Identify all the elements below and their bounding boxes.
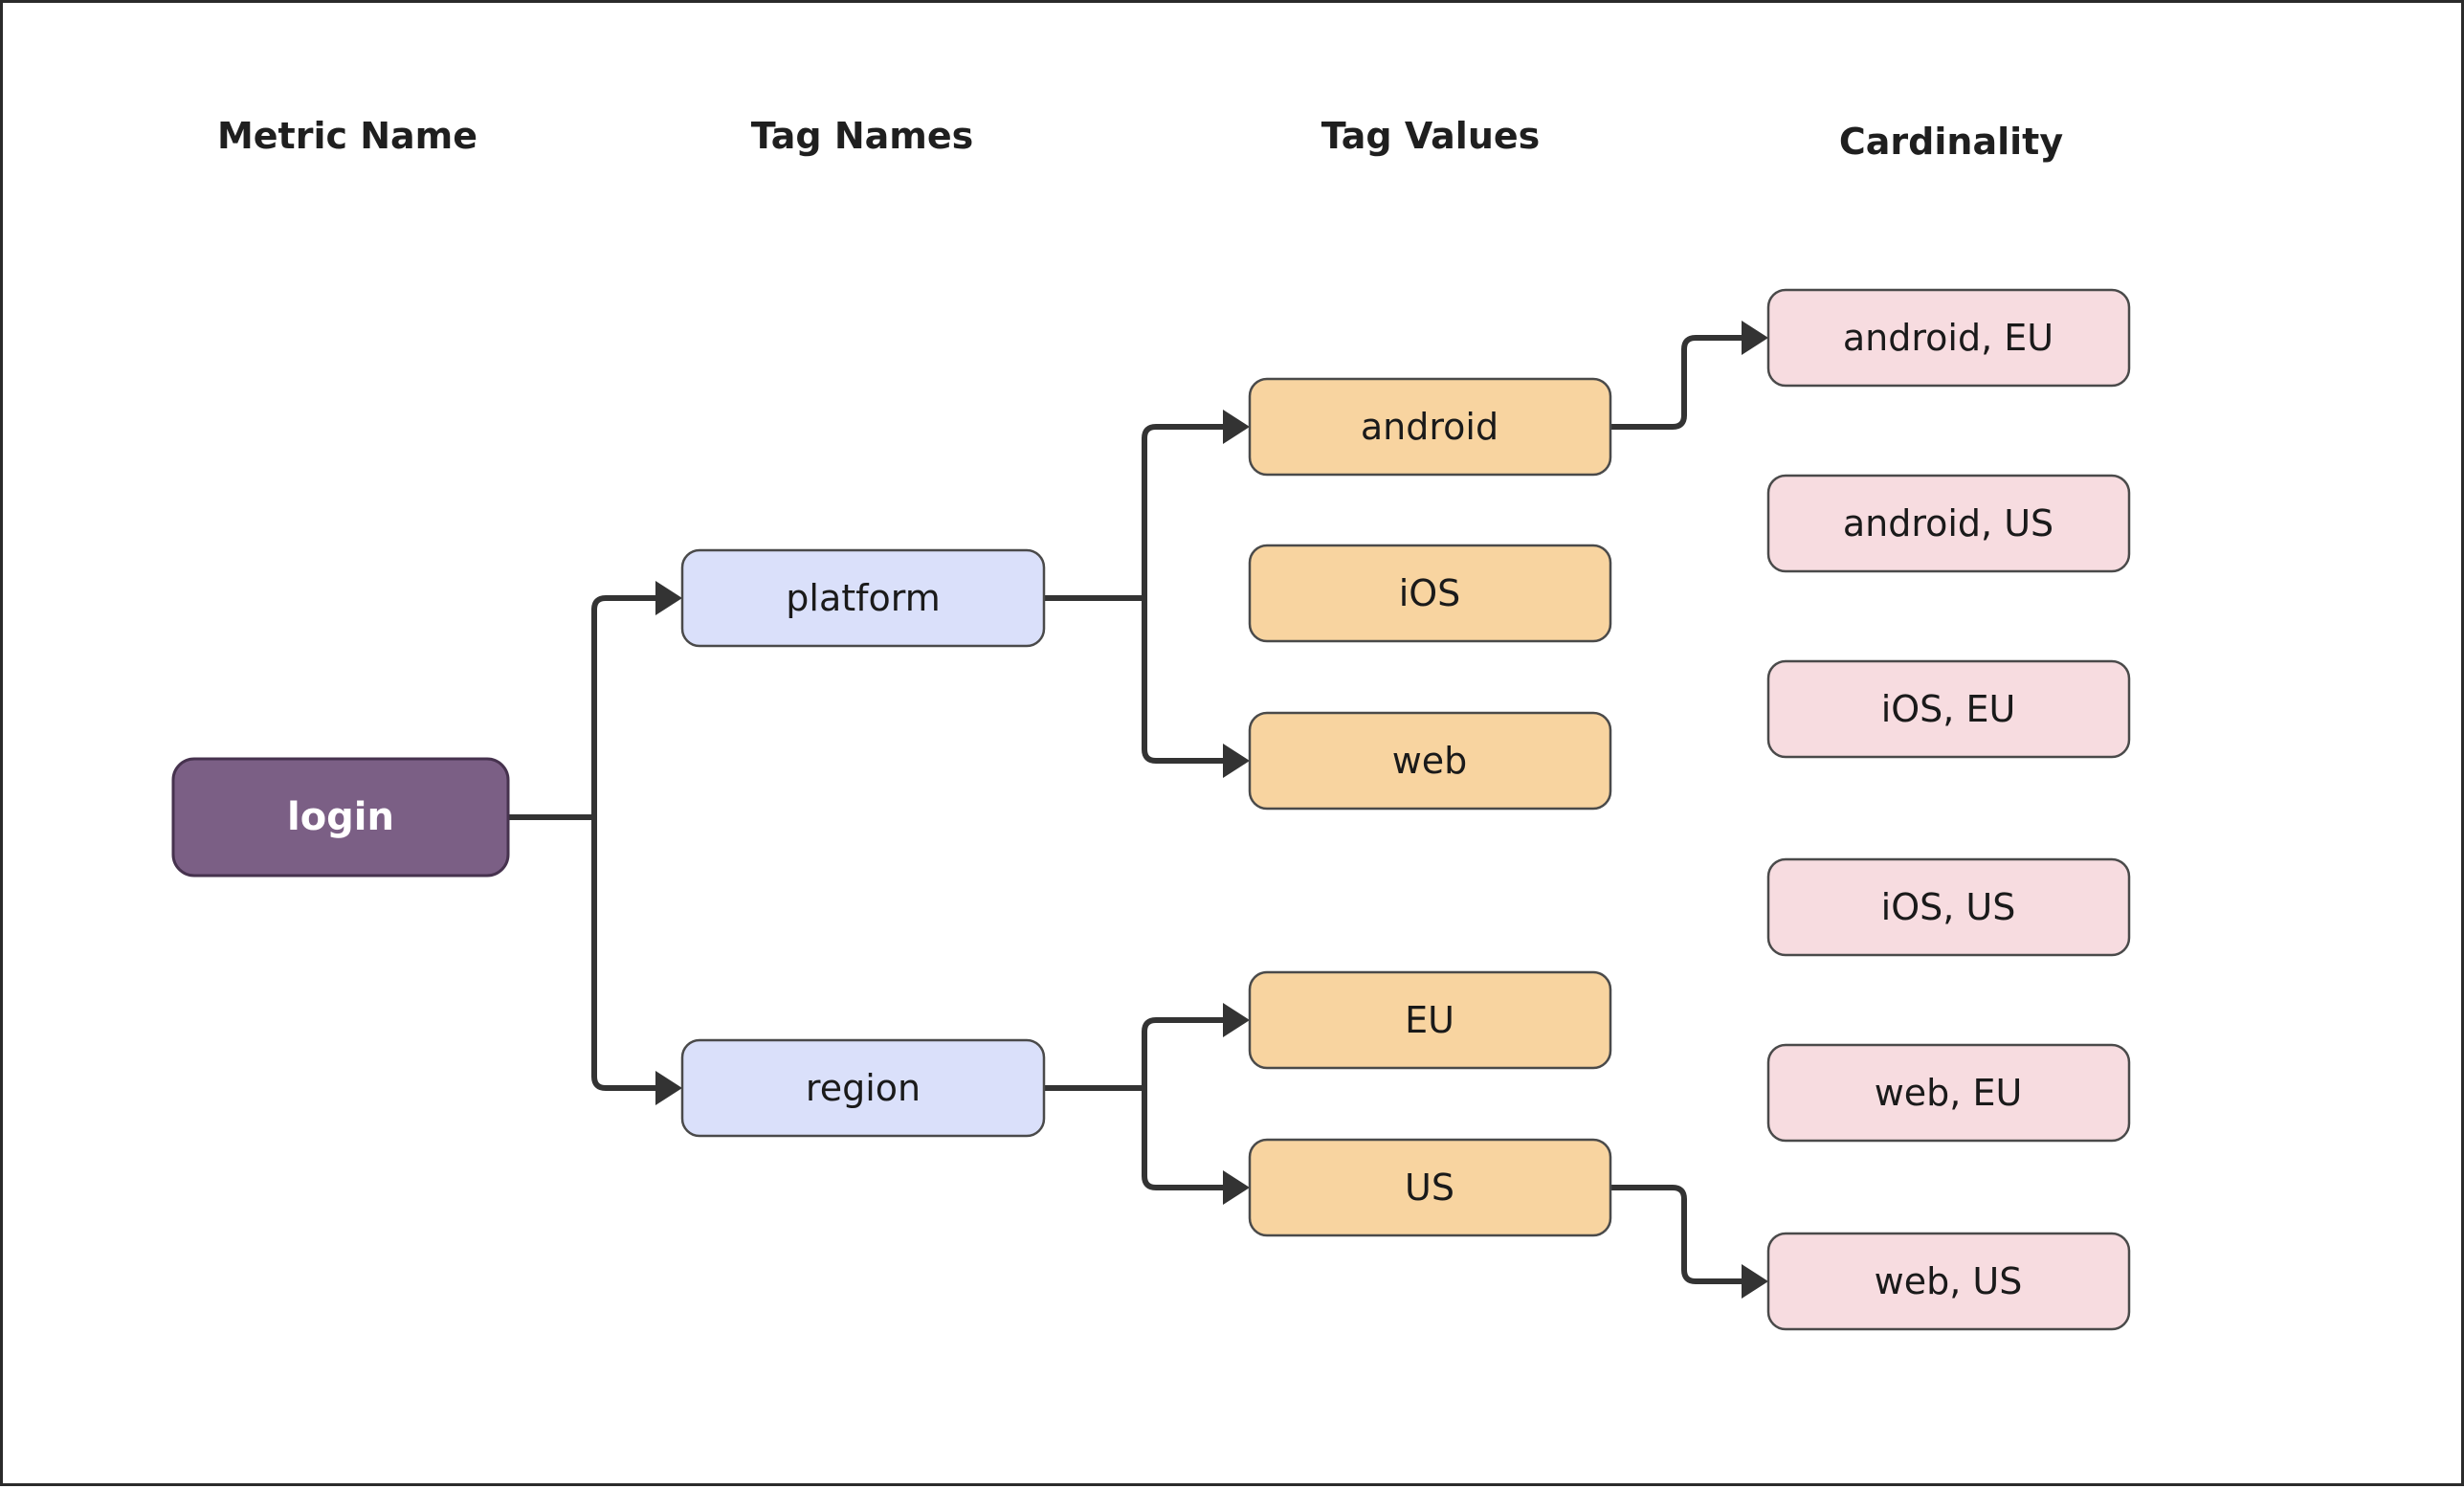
node-web-us-label: web, US [1875,1260,2023,1302]
node-android-us-label: android, US [1843,502,2053,544]
column-headers: Metric Name Tag Names Tag Values Cardina… [217,115,2063,163]
node-web-eu-shape[interactable] [1766,1043,2131,1143]
cardinality-tree-diagram: Metric Name Tag Names Tag Values Cardina… [171,115,2131,1331]
arrowhead-login-to-region [655,1071,682,1105]
edge-us-to-web-us [1610,1185,1742,1284]
node-android-us[interactable]: android, US [1766,474,2131,573]
node-eu-label: EU [1405,999,1454,1041]
node-web-eu-label: web, EU [1875,1072,2023,1114]
node-web-us[interactable]: web, US [1766,1232,2131,1331]
node-login-label: login [287,795,394,839]
arrowhead-login-to-platform [655,581,682,615]
node-android-eu-label: android, EU [1843,317,2053,359]
arrowhead-us-to-web-us [1742,1264,1768,1299]
node-eu-shape[interactable] [1248,970,1612,1070]
node-ios-label: iOS [1399,572,1461,614]
edge-platform-to-android [1142,424,1223,598]
node-web-label: web [1392,740,1468,782]
column-header-tag-names: Tag Names [751,115,974,157]
node-region-shape[interactable] [680,1038,1046,1138]
node-ios-eu-shape[interactable] [1766,659,2131,759]
edge-login-to-platform [591,595,655,817]
node-android-label: android [1361,406,1498,448]
arrowhead-platform-to-android [1223,410,1250,444]
node-login-shape[interactable] [171,757,510,878]
node-android-eu-shape[interactable] [1766,288,2131,388]
arrowhead-region-to-us [1223,1170,1250,1205]
node-android[interactable]: android [1248,377,1612,477]
edge-layer [508,321,1768,1299]
column-header-tag-values: Tag Values [1321,115,1541,157]
node-web-shape[interactable] [1248,711,1612,811]
node-android-eu[interactable]: android, EU [1766,288,2131,388]
node-us-label: US [1405,1167,1454,1209]
node-us[interactable]: US [1248,1138,1612,1237]
node-ios[interactable]: iOS [1248,544,1612,643]
node-region[interactable]: region [680,1038,1046,1138]
node-android-us-shape[interactable] [1766,474,2131,573]
node-platform-label: platform [786,577,940,619]
node-ios-us[interactable]: iOS, US [1766,857,2131,957]
node-ios-shape[interactable] [1248,544,1612,643]
column-header-metric-name: Metric Name [217,115,477,157]
node-us-shape[interactable] [1248,1138,1612,1237]
node-eu[interactable]: EU [1248,970,1612,1070]
node-region-label: region [806,1067,921,1109]
node-ios-us-shape[interactable] [1766,857,2131,957]
node-platform[interactable]: platform [680,548,1046,648]
node-android-shape[interactable] [1248,377,1612,477]
edge-login-to-region [591,817,655,1091]
arrowhead-platform-to-web [1223,744,1250,778]
node-ios-eu[interactable]: iOS, EU [1766,659,2131,759]
node-web-eu[interactable]: web, EU [1766,1043,2131,1143]
node-ios-us-label: iOS, US [1881,886,2016,928]
node-ios-eu-label: iOS, EU [1881,688,2016,730]
arrowhead-region-to-eu [1223,1003,1250,1037]
column-header-cardinality: Cardinality [1839,121,2063,163]
edge-platform-to-web [1142,598,1223,764]
node-web[interactable]: web [1248,711,1612,811]
edge-region-to-eu [1142,1017,1223,1088]
arrowhead-android-to-android-eu [1742,321,1768,355]
node-web-us-shape[interactable] [1766,1232,2131,1331]
edge-region-to-us [1142,1088,1223,1190]
edge-android-to-android-eu [1610,335,1742,430]
node-platform-shape[interactable] [680,548,1046,648]
node-login[interactable]: login [171,757,510,878]
